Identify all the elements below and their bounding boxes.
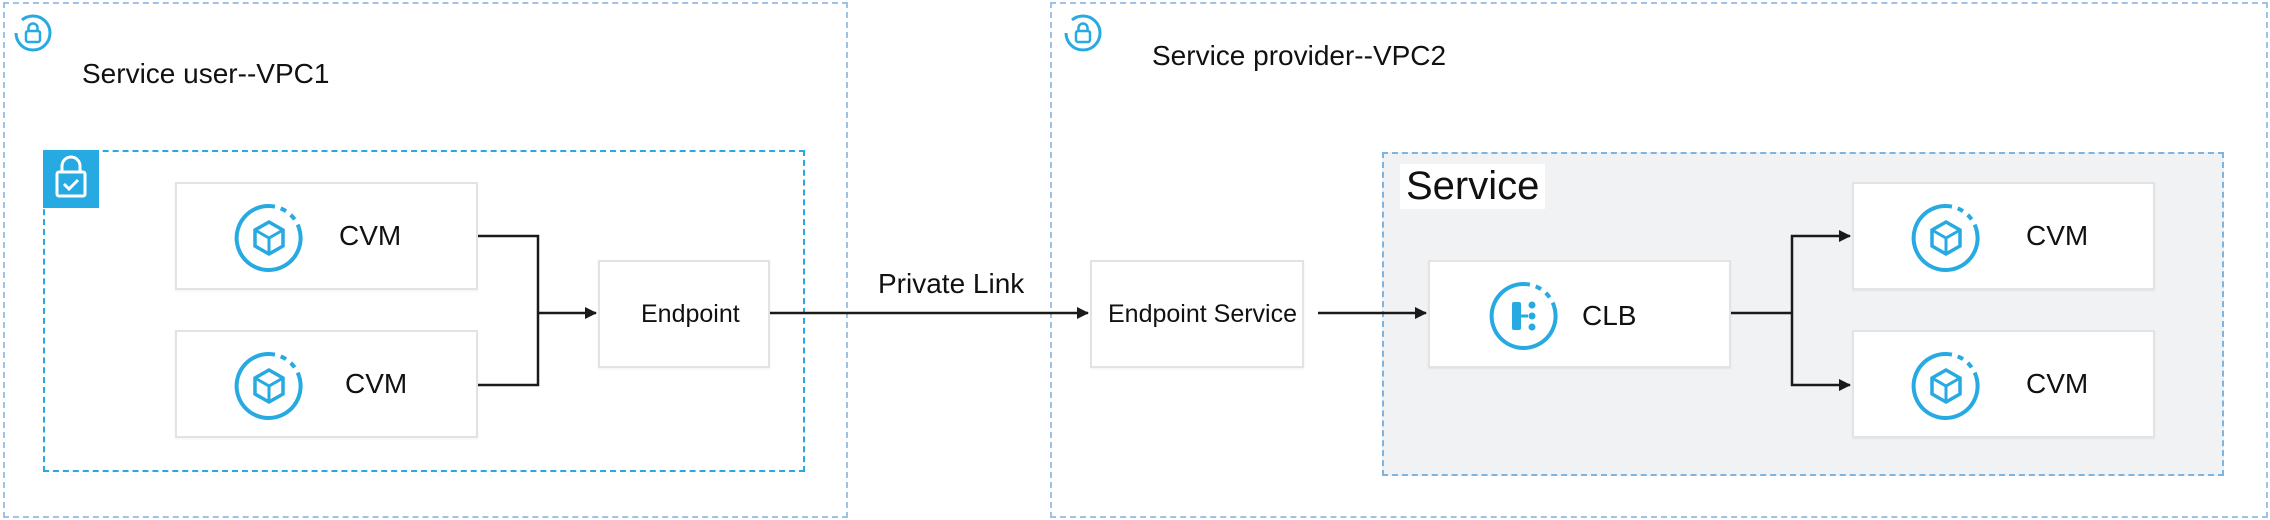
vpc2-title: Service provider--VPC2 <box>1152 40 1447 71</box>
vpc2-lock-icon <box>1063 14 1102 52</box>
subnet-cvm-node-2[interactable]: CVM <box>175 330 478 438</box>
subnet-lock-icon <box>43 150 99 208</box>
backend-cvm-node-2[interactable]: CVM <box>1852 330 2155 438</box>
cvm-cube-icon <box>1911 203 1980 272</box>
subnet-cvm-label-1: CVM <box>339 220 402 251</box>
connector-clb-to-cvm2 <box>1790 313 1851 391</box>
connector-cvm1-to-endpoint <box>478 234 540 313</box>
backend-cvm-label-2: CVM <box>2026 368 2089 399</box>
clb-node[interactable]: CLB <box>1428 260 1731 368</box>
subnet-container <box>43 150 805 472</box>
backend-cvm-label-1: CVM <box>2026 220 2089 251</box>
subnet-cvm-label-2: CVM <box>345 368 408 399</box>
vpc1-container <box>3 2 848 518</box>
service-title: Service <box>1400 164 1546 209</box>
endpoint-service-node[interactable]: Endpoint Service <box>1090 260 1304 368</box>
subnet-cvm-node-1[interactable]: CVM <box>175 182 478 290</box>
vpc2-container <box>1050 2 2268 518</box>
connector-clb-to-cvm1 <box>1790 230 1851 313</box>
vpc1-title: Service user--VPC1 <box>82 58 330 89</box>
clb-label: CLB <box>1582 300 1637 331</box>
vpc1-lock-icon <box>13 14 52 52</box>
clb-load-balancer-icon <box>1489 281 1558 350</box>
backend-cvm-node-1[interactable]: CVM <box>1852 182 2155 290</box>
cvm-cube-icon <box>234 351 303 420</box>
endpoint-label: Endpoint <box>641 300 740 328</box>
connector-cvm2-to-endpoint <box>478 313 540 387</box>
private-link-label: Private Link <box>878 268 1025 299</box>
endpoint-node[interactable]: Endpoint <box>598 260 770 368</box>
endpoint-service-label: Endpoint Service <box>1108 300 1298 328</box>
cvm-cube-icon <box>1911 351 1980 420</box>
cvm-cube-icon <box>234 203 303 272</box>
